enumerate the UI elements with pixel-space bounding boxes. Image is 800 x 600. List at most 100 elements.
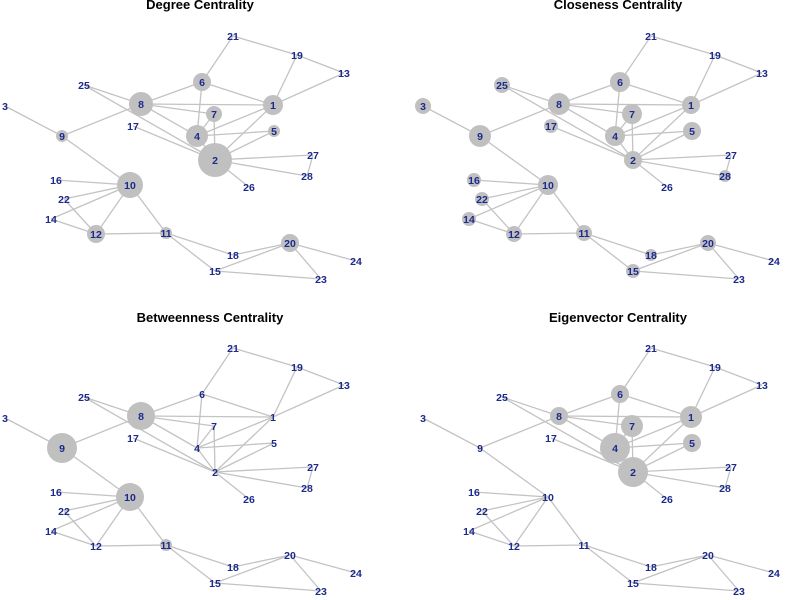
node-5: 5 (683, 434, 701, 452)
node-label-12: 12 (90, 541, 102, 553)
node-2: 2 (212, 467, 218, 479)
node-label-3: 3 (420, 101, 426, 113)
node-20: 20 (281, 234, 299, 252)
node-13: 13 (338, 380, 350, 392)
node-7: 7 (621, 415, 643, 437)
edge-8-1 (140, 415, 274, 418)
node-8: 8 (548, 93, 570, 115)
edge-14-12 (468, 530, 515, 547)
node-label-13: 13 (756, 68, 768, 80)
edge-10-14 (50, 496, 131, 532)
node-15: 15 (209, 266, 221, 278)
node-label-27: 27 (307, 462, 319, 474)
node-circle-1 (680, 406, 702, 428)
node-label-10: 10 (124, 180, 136, 192)
node-10: 10 (542, 492, 554, 504)
node-11: 11 (578, 540, 589, 552)
node-label-22: 22 (58, 194, 70, 206)
node-13: 13 (756, 380, 768, 392)
node-5: 5 (683, 122, 701, 140)
edge-8-9 (479, 103, 560, 137)
node-15: 15 (626, 264, 640, 278)
node-21: 21 (227, 343, 239, 355)
node-label-1: 1 (270, 100, 276, 112)
edge-27-28 (724, 466, 732, 489)
edge-10-11 (547, 496, 585, 546)
node-circle-8 (129, 92, 153, 116)
node-7: 7 (622, 104, 642, 124)
node-22: 22 (475, 192, 489, 206)
node-circle-18 (645, 249, 657, 261)
node-circle-20 (700, 235, 716, 251)
node-label-22: 22 (58, 506, 70, 518)
node-label-6: 6 (617, 77, 623, 89)
edge-6-1 (619, 81, 692, 106)
node-label-9: 9 (477, 131, 483, 143)
node-label-26: 26 (661, 182, 673, 194)
node-label-11: 11 (160, 228, 171, 240)
node-label-25: 25 (78, 392, 90, 404)
node-label-4: 4 (612, 443, 618, 455)
node-19: 19 (291, 362, 303, 374)
node-label-27: 27 (307, 150, 319, 162)
node-9: 9 (56, 130, 68, 143)
node-label-28: 28 (719, 171, 731, 183)
edge-25-2 (83, 396, 216, 473)
edge-9-10 (61, 135, 131, 186)
edge-15-20 (632, 554, 709, 584)
node-circle-4 (600, 433, 630, 463)
node-6: 6 (611, 385, 629, 403)
node-27: 27 (307, 462, 319, 474)
edge-15-23 (632, 270, 740, 280)
edge-12-11 (95, 232, 167, 235)
node-circle-1 (263, 95, 283, 115)
node-label-13: 13 (756, 380, 768, 392)
edge-15-23 (632, 582, 740, 592)
node-circle-10 (117, 172, 143, 198)
node-9: 9 (469, 125, 491, 147)
edge-8-1 (140, 103, 274, 106)
node-label-5: 5 (271, 438, 277, 450)
edge-25-2 (83, 84, 216, 161)
node-23: 23 (315, 274, 327, 286)
edge-8-7 (558, 103, 633, 115)
node-12: 12 (87, 225, 105, 243)
node-24: 24 (350, 568, 362, 580)
node-22: 22 (58, 506, 70, 518)
edge-10-14 (468, 184, 549, 220)
node-5: 5 (271, 438, 277, 450)
node-18: 18 (227, 562, 239, 574)
node-circle-16 (467, 173, 481, 187)
node-label-4: 4 (194, 131, 200, 143)
node-3: 3 (415, 98, 431, 114)
edge-2-27 (632, 154, 732, 161)
edge-25-2 (501, 84, 634, 161)
node-label-24: 24 (350, 256, 362, 268)
node-label-16: 16 (50, 175, 62, 187)
node-label-3: 3 (420, 413, 426, 425)
node-21: 21 (227, 31, 239, 43)
node-circle-9 (469, 125, 491, 147)
node-label-27: 27 (725, 150, 737, 162)
node-label-11: 11 (578, 228, 589, 240)
edge-11-18 (165, 232, 234, 256)
node-label-24: 24 (350, 568, 362, 580)
node-circle-10 (116, 483, 144, 511)
node-label-2: 2 (630, 467, 636, 479)
node-label-7: 7 (211, 109, 217, 121)
edge-6-1 (201, 393, 274, 418)
node-label-23: 23 (733, 586, 745, 598)
edge-11-18 (583, 232, 652, 256)
edge-22-12 (63, 510, 97, 547)
node-9: 9 (47, 433, 77, 463)
edge-21-19 (232, 347, 298, 368)
node-label-18: 18 (227, 250, 239, 262)
node-3: 3 (2, 413, 8, 425)
edge-5-2 (214, 442, 275, 473)
node-1: 1 (680, 406, 702, 428)
node-circle-5 (683, 122, 701, 140)
node-label-18: 18 (227, 562, 239, 574)
node-label-18: 18 (645, 562, 657, 574)
edge-4-1 (196, 416, 274, 449)
